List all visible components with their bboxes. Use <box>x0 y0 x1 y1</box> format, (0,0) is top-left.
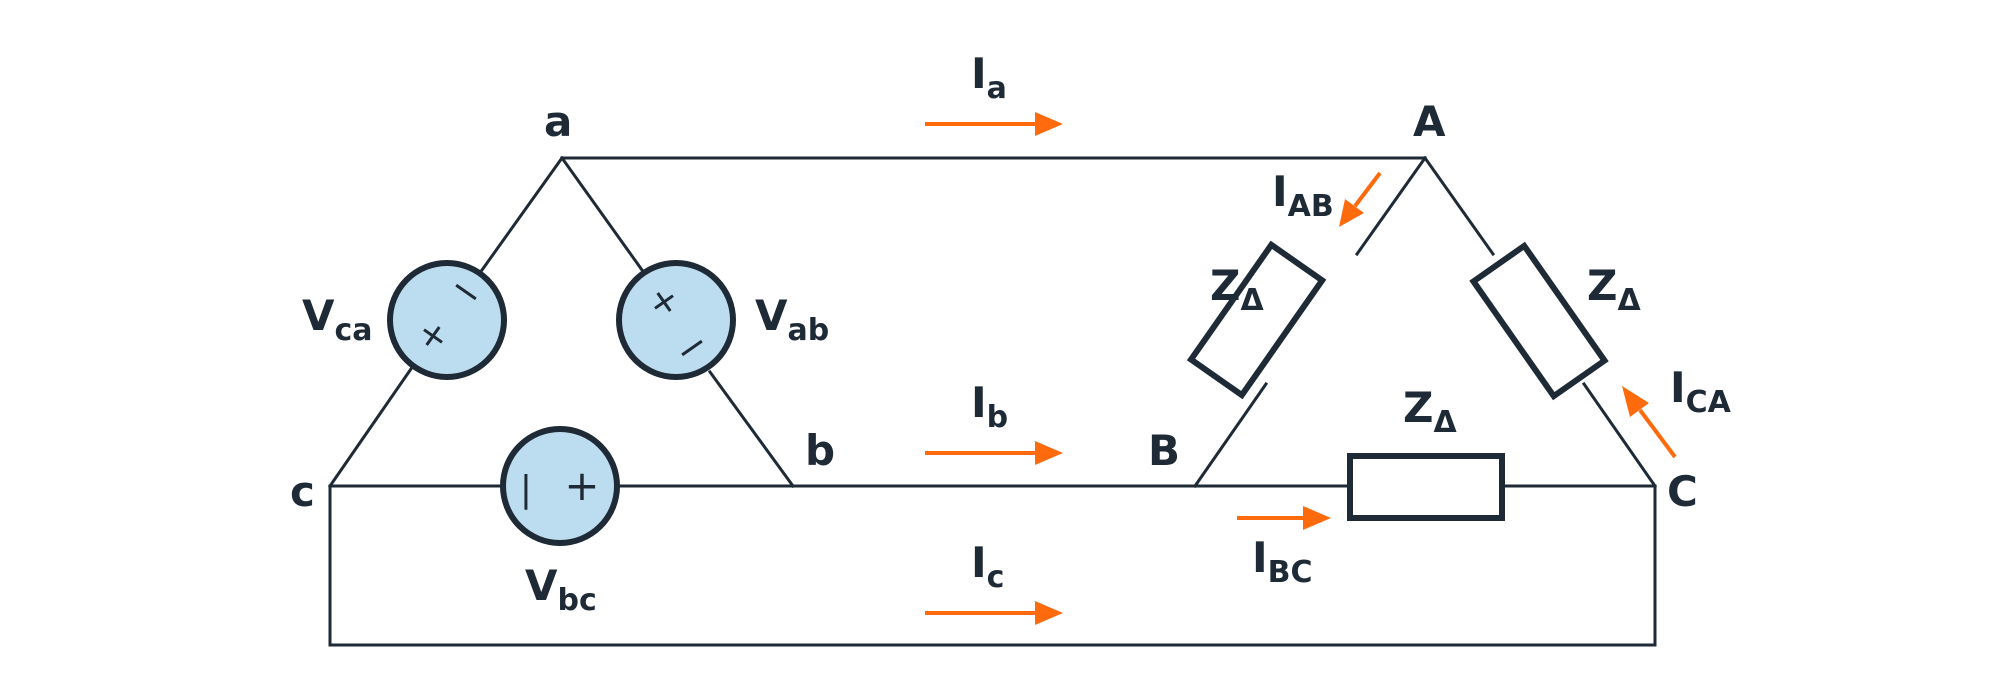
source-labels: Vca Vab Vbc <box>302 291 829 618</box>
minus-sign: | <box>520 469 532 510</box>
source-vab-circle <box>616 260 736 380</box>
wire-zca-to-C <box>1581 381 1658 489</box>
node-label-A: A <box>1413 97 1446 146</box>
impedance-ca <box>1469 241 1609 401</box>
wire-vca-to-c <box>327 363 416 489</box>
arrow-iab <box>1339 171 1382 227</box>
wire-a-to-vca <box>479 155 565 273</box>
load-delta <box>1186 155 1658 521</box>
plus-sign: + <box>564 461 599 510</box>
label-vab: Vab <box>755 291 829 348</box>
impedance-bc <box>1347 453 1505 521</box>
wire-vab-to-b <box>707 369 796 489</box>
label-zbc: ZΔ <box>1403 383 1457 440</box>
wire-A-to-zca <box>1422 155 1496 257</box>
label-zca: ZΔ <box>1587 261 1641 318</box>
label-ib: Ib <box>971 378 1008 435</box>
arrow-ica <box>1622 386 1677 459</box>
arrow-ia <box>925 112 1063 136</box>
source-delta <box>327 155 796 489</box>
plus-icon <box>423 326 443 346</box>
wire-A-to-zab <box>1354 155 1428 257</box>
node-label-B: B <box>1148 426 1180 475</box>
node-label-C: C <box>1667 467 1698 516</box>
node-labels: a b c A B C <box>290 97 1698 516</box>
label-ic: Ic <box>971 538 1004 595</box>
impedance-labels: ZΔ ZΔ ZΔ <box>1210 261 1641 440</box>
label-ica: ICA <box>1670 363 1732 420</box>
line-wires <box>328 156 1657 647</box>
impedance-ab <box>1186 240 1327 400</box>
wire-a-to-vab <box>559 155 645 273</box>
label-zab: ZΔ <box>1210 261 1264 318</box>
minus-icon <box>455 283 477 301</box>
source-vca-circle <box>387 260 507 380</box>
label-ibc: IBC <box>1252 533 1313 590</box>
plus-icon <box>654 292 674 312</box>
source-vab <box>616 260 736 380</box>
label-ia: Ia <box>971 49 1007 106</box>
source-vca <box>387 260 507 380</box>
arrow-ic <box>925 601 1063 625</box>
node-label-a: a <box>544 97 572 146</box>
source-vbc: | + <box>500 426 620 546</box>
node-label-c: c <box>290 467 315 516</box>
label-vca: Vca <box>302 291 373 348</box>
label-iab: IAB <box>1272 167 1334 224</box>
source-vbc-circle <box>500 426 620 546</box>
line-c-C <box>328 484 1657 647</box>
arrow-ibc <box>1237 506 1331 530</box>
node-label-b: b <box>805 426 835 475</box>
current-labels: Ia Ib Ic IAB IBC ICA <box>971 49 1732 595</box>
arrow-ib <box>925 441 1063 465</box>
current-arrows <box>925 112 1677 625</box>
minus-icon <box>681 339 703 357</box>
wire-zab-to-B <box>1192 381 1269 489</box>
label-vbc: Vbc <box>525 561 597 618</box>
